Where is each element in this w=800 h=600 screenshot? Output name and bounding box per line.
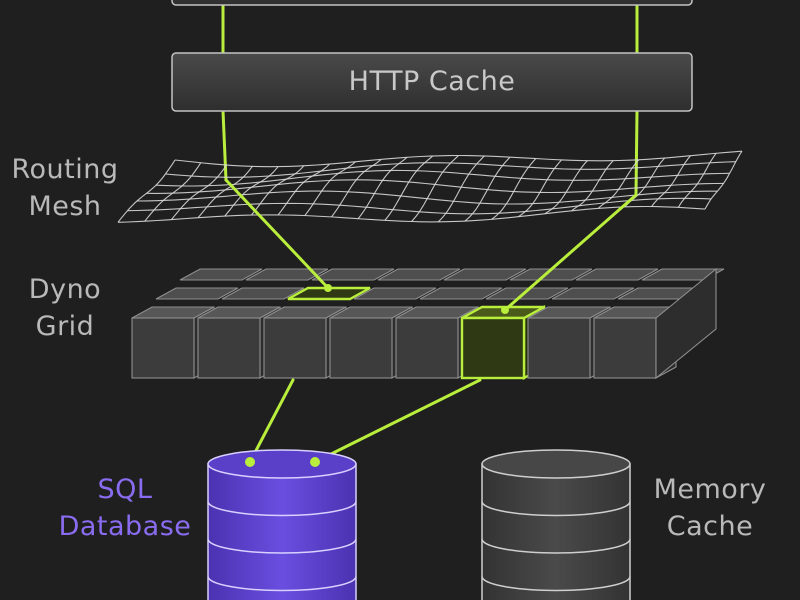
sql-db-body xyxy=(207,463,357,600)
mesh-line xyxy=(144,162,202,222)
memory-db-band xyxy=(481,576,631,592)
dyno-cube-top xyxy=(311,268,395,281)
dyno-cube-front xyxy=(527,317,591,379)
mesh-line xyxy=(704,150,743,210)
mesh-line xyxy=(277,163,330,216)
dyno-cube-top xyxy=(353,287,437,300)
dyno-cube-top xyxy=(179,268,263,281)
connector-line xyxy=(313,378,482,464)
routing-mesh-icon xyxy=(117,150,743,223)
http-cache-box xyxy=(171,52,693,112)
mesh-line xyxy=(197,166,253,219)
connector-line xyxy=(634,109,639,197)
sql-db-band xyxy=(207,576,357,592)
connectors-top xyxy=(221,3,639,197)
mesh-line xyxy=(174,150,743,168)
mesh-line xyxy=(677,152,717,208)
memory-cache-label: Memory Cache xyxy=(653,474,767,542)
dyno-cube-front xyxy=(263,317,327,379)
mesh-line xyxy=(170,164,227,220)
sql-database-icon xyxy=(207,449,357,600)
mesh-line xyxy=(517,159,563,218)
connector-line xyxy=(221,109,228,182)
sql-db-band xyxy=(207,501,357,517)
mesh-line xyxy=(464,156,511,222)
connectors-dynos-to-database xyxy=(248,378,482,464)
dyno-slab-side xyxy=(655,267,717,380)
memory-db-band xyxy=(481,538,631,554)
dyno-cube-top xyxy=(287,286,371,301)
dyno-cube-front xyxy=(460,316,526,380)
sql-database-label: SQL Database xyxy=(58,474,192,542)
mesh-line xyxy=(544,160,588,215)
dyno-cube-top xyxy=(641,268,725,281)
mesh-line xyxy=(357,156,408,220)
connector-line xyxy=(503,193,638,312)
top-box xyxy=(171,0,693,6)
connector-line xyxy=(224,178,330,290)
mesh-line xyxy=(384,155,434,221)
mesh-line xyxy=(651,155,691,207)
http-cache-label: HTTP Cache xyxy=(348,66,516,97)
mesh-line xyxy=(571,160,614,212)
dyno-grid-icon xyxy=(131,267,725,381)
dyno-cube-front xyxy=(395,317,459,379)
dyno-cube-top xyxy=(419,287,503,300)
http-cache-box-shape xyxy=(171,52,693,112)
dyno-cube-top xyxy=(245,268,329,281)
memory-db-top xyxy=(481,449,631,479)
sql-db-top xyxy=(207,449,357,479)
dyno-cube-top xyxy=(509,268,593,281)
dyno-cube-top xyxy=(443,268,527,281)
mesh-line xyxy=(165,161,736,178)
dyno-cube-top xyxy=(377,268,461,281)
connector-dot xyxy=(501,306,509,314)
mesh-line xyxy=(491,158,537,220)
dyno-cube-front xyxy=(329,317,393,379)
connector-dot xyxy=(310,457,320,467)
dyno-cube-front xyxy=(197,317,261,379)
dyno-cube-top xyxy=(485,287,569,300)
dyno-cube-top xyxy=(155,287,239,300)
sql-db-band xyxy=(207,538,357,554)
connector-line xyxy=(248,378,295,464)
dyno-cube-top xyxy=(551,287,635,300)
mesh-line xyxy=(597,159,640,209)
dyno-cube-top xyxy=(575,268,659,281)
mesh-line xyxy=(250,165,305,216)
top-box-shape xyxy=(171,0,693,6)
dyno-cube-front xyxy=(593,317,657,379)
dyno-grid-label: Dyno Grid xyxy=(28,274,102,342)
mesh-line xyxy=(304,161,356,216)
connector-dot xyxy=(245,457,255,467)
mesh-line xyxy=(437,155,485,223)
memory-db-body xyxy=(481,463,631,600)
routing-mesh-label: Routing Mesh xyxy=(11,154,119,222)
connector-dot xyxy=(324,284,332,292)
mesh-line xyxy=(224,166,279,217)
connectors-mesh-to-dynos xyxy=(224,178,638,314)
mesh-line xyxy=(331,158,382,218)
dyno-cube-front xyxy=(131,317,195,379)
mesh-line xyxy=(117,159,176,223)
memory-db-band xyxy=(481,501,631,517)
mesh-line xyxy=(411,155,459,222)
dyno-cube-top xyxy=(221,287,305,300)
memory-cache-icon xyxy=(481,449,631,600)
